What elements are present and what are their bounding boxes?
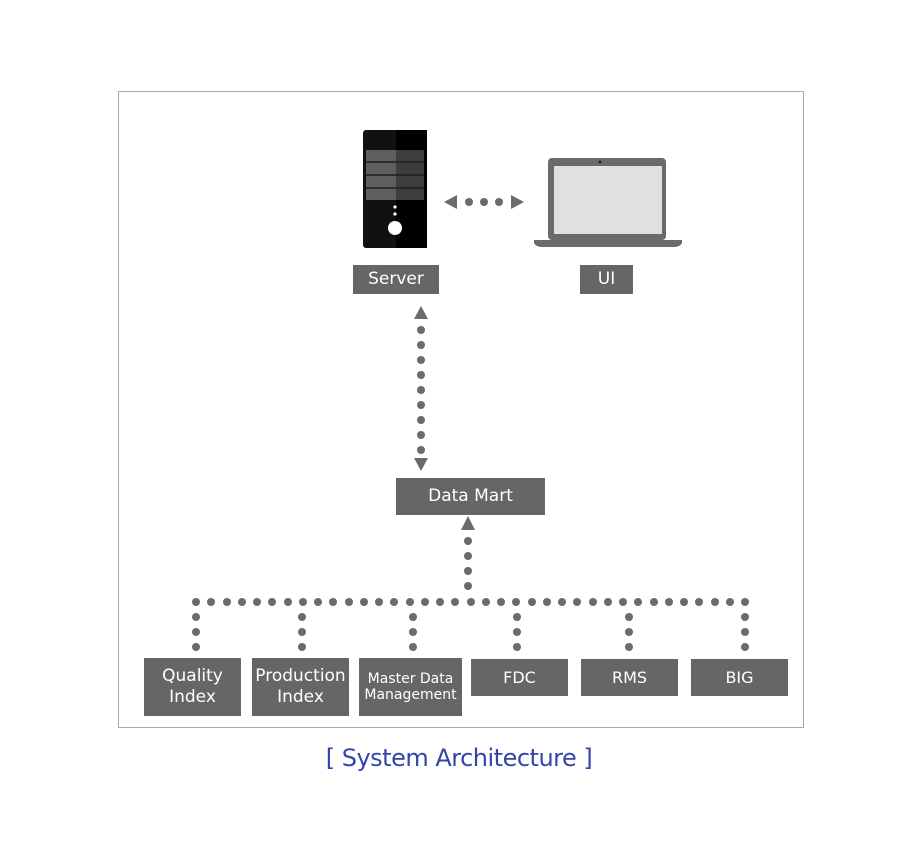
connector-dot bbox=[482, 598, 490, 606]
connector-dot bbox=[634, 598, 642, 606]
connector-dot bbox=[238, 598, 246, 606]
data-mart-box: Data Mart bbox=[396, 478, 545, 515]
connector-dot bbox=[513, 628, 521, 636]
connector-dot bbox=[625, 628, 633, 636]
connector-dot bbox=[192, 613, 200, 621]
connector-dot bbox=[741, 598, 749, 606]
connector-dot bbox=[192, 598, 200, 606]
connector-dot bbox=[192, 628, 200, 636]
connector-dot bbox=[512, 598, 520, 606]
connector-dot bbox=[192, 643, 200, 651]
connector-dot bbox=[650, 598, 658, 606]
connector-dot bbox=[573, 598, 581, 606]
server-ui-connector bbox=[444, 195, 524, 209]
connector-dot bbox=[436, 598, 444, 606]
connector-dot bbox=[298, 643, 306, 651]
source-quality-index: Quality Index bbox=[144, 658, 241, 716]
source-fdc: FDC bbox=[471, 659, 568, 696]
connector-dot bbox=[329, 598, 337, 606]
connector-dot bbox=[421, 598, 429, 606]
server-icon bbox=[363, 130, 427, 248]
connector-dot bbox=[741, 628, 749, 636]
connector-dot bbox=[665, 598, 673, 606]
connector-dot bbox=[619, 598, 627, 606]
connector-dot bbox=[223, 598, 231, 606]
connector-dot bbox=[409, 613, 417, 621]
source-bus-connector bbox=[192, 598, 749, 651]
connector-dot bbox=[741, 643, 749, 651]
connector-dot bbox=[409, 643, 417, 651]
connector-dot bbox=[741, 613, 749, 621]
connector-dot bbox=[360, 598, 368, 606]
figure-caption: [ System Architecture ] bbox=[325, 744, 593, 772]
laptop-icon bbox=[534, 158, 682, 247]
server-label: Server bbox=[353, 265, 439, 294]
connector-dot bbox=[497, 598, 505, 606]
connector-dot bbox=[604, 598, 612, 606]
connector-dot bbox=[513, 643, 521, 651]
connector-dot bbox=[625, 643, 633, 651]
source-rms: RMS bbox=[581, 659, 678, 696]
connector-dot bbox=[711, 598, 719, 606]
connector-dot bbox=[345, 598, 353, 606]
connector-dot bbox=[625, 613, 633, 621]
connector-dot bbox=[695, 598, 703, 606]
connector-dot bbox=[390, 598, 398, 606]
source-production-index: Production Index bbox=[252, 658, 349, 716]
connector-dot bbox=[298, 628, 306, 636]
connector-dot bbox=[314, 598, 322, 606]
connector-dot bbox=[298, 613, 306, 621]
connector-dot bbox=[253, 598, 261, 606]
connector-dot bbox=[409, 628, 417, 636]
connector-dot bbox=[726, 598, 734, 606]
connector-dot bbox=[284, 598, 292, 606]
source-master-data-management: Master Data Management bbox=[359, 658, 462, 716]
connector-dot bbox=[513, 613, 521, 621]
diagram-frame bbox=[118, 91, 804, 728]
connector-dot bbox=[451, 598, 459, 606]
server-datamart-connector bbox=[414, 306, 428, 471]
source-big: BIG bbox=[691, 659, 788, 696]
connector-dot bbox=[528, 598, 536, 606]
connector-dot bbox=[406, 598, 414, 606]
ui-label: UI bbox=[580, 265, 633, 294]
connector-dot bbox=[268, 598, 276, 606]
connector-dot bbox=[543, 598, 551, 606]
connector-dot bbox=[375, 598, 383, 606]
connector-dot bbox=[299, 598, 307, 606]
connector-dot bbox=[680, 598, 688, 606]
connector-dot bbox=[467, 598, 475, 606]
connector-dot bbox=[589, 598, 597, 606]
connector-dot bbox=[558, 598, 566, 606]
datamart-input-connector bbox=[461, 516, 475, 590]
connector-dot bbox=[207, 598, 215, 606]
